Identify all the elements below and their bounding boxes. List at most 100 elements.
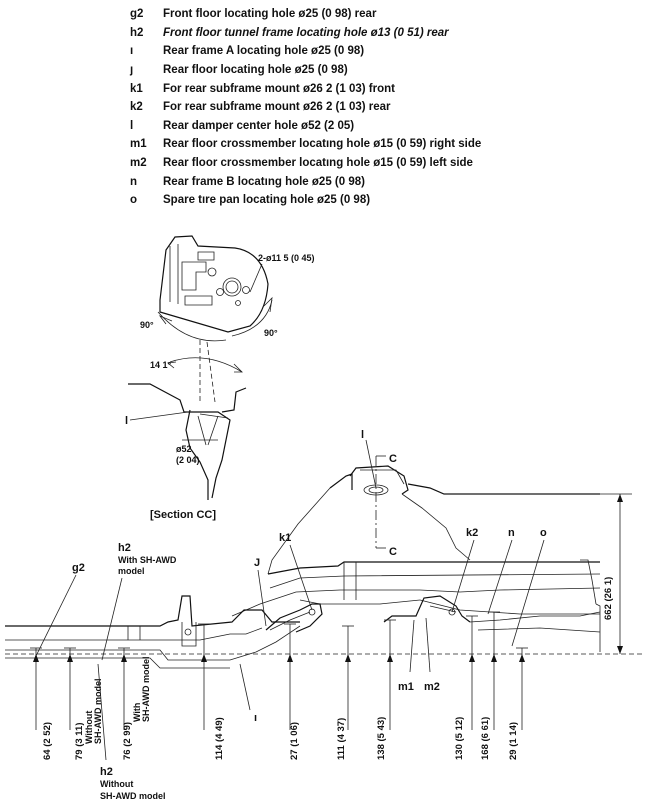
rear-rail	[419, 599, 600, 615]
section-cc-profile	[128, 383, 247, 500]
arrow-head	[167, 361, 177, 369]
legend-item: k1 For rear subframe mount ø26 2 (1 03) f…	[130, 79, 630, 98]
legend-code: k1	[130, 82, 143, 95]
panel-edge-right	[401, 493, 471, 561]
arrow-head	[33, 654, 39, 662]
legend-item: ȷ Rear floor locating hole ø25 (0 98)	[130, 61, 630, 80]
dim-label: 138 (5 43)	[376, 717, 387, 760]
dim-662-label: 662 (26 1)	[603, 577, 614, 620]
with-note-2: SH-AWD model	[141, 656, 151, 722]
h2-bottom-line2: SH-AWD model	[100, 791, 166, 801]
arrow-head	[387, 654, 393, 662]
k1-bracket	[265, 603, 323, 633]
leader-line	[289, 544, 313, 611]
legend-desc: For rear subframe mount ø26 2 (1 03) fro…	[163, 82, 395, 95]
upper-rail	[267, 561, 600, 575]
floor-contour-under	[5, 627, 263, 641]
leader-line	[35, 574, 77, 657]
dim-extension	[197, 415, 207, 446]
leader-line	[239, 663, 251, 711]
arrow-head	[121, 654, 127, 662]
legend-code: m2	[130, 157, 147, 170]
middle-rail	[231, 587, 601, 617]
legend-desc: Rear damper center hole ø52 (2 05)	[163, 119, 355, 132]
label-i: ı	[254, 712, 257, 724]
leader-line	[249, 263, 263, 293]
point-l-label: l	[125, 415, 128, 427]
arrow-head	[491, 654, 497, 662]
arrow-head	[345, 654, 351, 662]
legend-item: m2 Rear floor crossmember locatıng hole ø…	[130, 154, 630, 173]
h2-top-line1: With SH-AWD	[118, 555, 177, 565]
k2-bracket	[383, 595, 471, 623]
legend-item: k2 For rear subframe mount ø26 2 (1 03) r…	[130, 98, 630, 117]
front-hole	[184, 628, 192, 636]
legend-code: h2	[130, 26, 144, 39]
legend-code: ı	[130, 45, 134, 58]
legend-desc: Rear floor locating hole ø25 (0 98)	[163, 64, 348, 77]
legend-code: n	[130, 175, 138, 188]
detail-bracket-top	[159, 235, 269, 333]
legend-desc: Rear frame B locatıng hole ø25 (0 98)	[163, 175, 365, 188]
dim-label: 111 (4 37)	[336, 718, 347, 760]
legend-desc: Front floor locating hole ø25 (0 98) rea…	[163, 8, 377, 21]
legend-code: m1	[130, 138, 147, 151]
tilt-axis	[206, 341, 216, 403]
legend-desc: For rear subframe mount ø26 2 (1 03) rea…	[163, 101, 391, 114]
leader-line	[101, 577, 123, 661]
damper-tower-right	[407, 483, 600, 495]
label-k2: k2	[466, 527, 478, 539]
legend-desc: Rear floor crossmember locatıng hole ø15…	[163, 138, 482, 151]
dim-label: 130 (5 12)	[454, 717, 465, 760]
legend-item: n Rear frame B locatıng hole ø25 (0 98)	[130, 172, 630, 191]
arrow-head	[617, 494, 623, 502]
arrow-head	[263, 296, 273, 313]
legend-code: g2	[130, 8, 144, 21]
legend-item: l Rear damper center hole ø52 (2 05)	[130, 117, 630, 136]
label-g2: g2	[72, 562, 85, 574]
floor-contour-bottom	[5, 657, 230, 669]
label-k1: k1	[279, 532, 291, 544]
rear-floor	[469, 611, 601, 623]
dim-extension	[207, 415, 219, 446]
k2-bracket-rib	[429, 605, 457, 613]
dim-label: 64 (2 52)	[42, 722, 53, 760]
section-caption: [Section CC]	[150, 509, 216, 521]
dim-label: 114 (4 49)	[214, 717, 225, 760]
with-note-1: With	[132, 703, 142, 722]
leader-line	[409, 619, 415, 673]
dim-label: 29 (1 14)	[508, 722, 519, 760]
leader-line	[257, 569, 267, 627]
leader-line	[425, 617, 431, 673]
arrow-head	[287, 654, 293, 662]
label-n: n	[508, 527, 515, 539]
leader-line	[365, 439, 377, 489]
rail-brace	[343, 562, 357, 600]
leader-line	[511, 539, 545, 647]
angle-arc-left	[157, 311, 227, 342]
dim-label: 79 (3 11)	[74, 723, 85, 761]
legend-desc: Front floor tunnel frame locating hole ø…	[163, 26, 449, 39]
rear-end	[580, 559, 597, 605]
legend-code: ȷ	[130, 64, 134, 77]
floor-contour-lower	[5, 625, 301, 661]
middle-rail-inner	[299, 599, 421, 605]
leader-line	[451, 539, 475, 613]
dim-label: 76 (2 99)	[122, 722, 133, 760]
leader-line	[129, 411, 189, 421]
without-note-2: SH-AWD model	[93, 678, 103, 744]
k1-bracket-rib	[269, 611, 311, 631]
label-m2: m2	[424, 681, 440, 693]
rear-panel	[595, 603, 601, 652]
legend-code: l	[130, 119, 134, 132]
bracket-box	[181, 622, 197, 647]
arrow-head	[233, 363, 243, 373]
k2-hole	[448, 608, 456, 616]
arrow-head	[158, 315, 173, 325]
hole-callout: 2-ø11 5 (0 45)	[258, 253, 315, 263]
h2-bottom-code: h2	[100, 766, 113, 778]
upper-rail-inner	[269, 573, 601, 589]
legend-code: k2	[130, 101, 143, 114]
legend-desc: Rear floor crossmember locatıng hole ø15…	[163, 157, 473, 170]
